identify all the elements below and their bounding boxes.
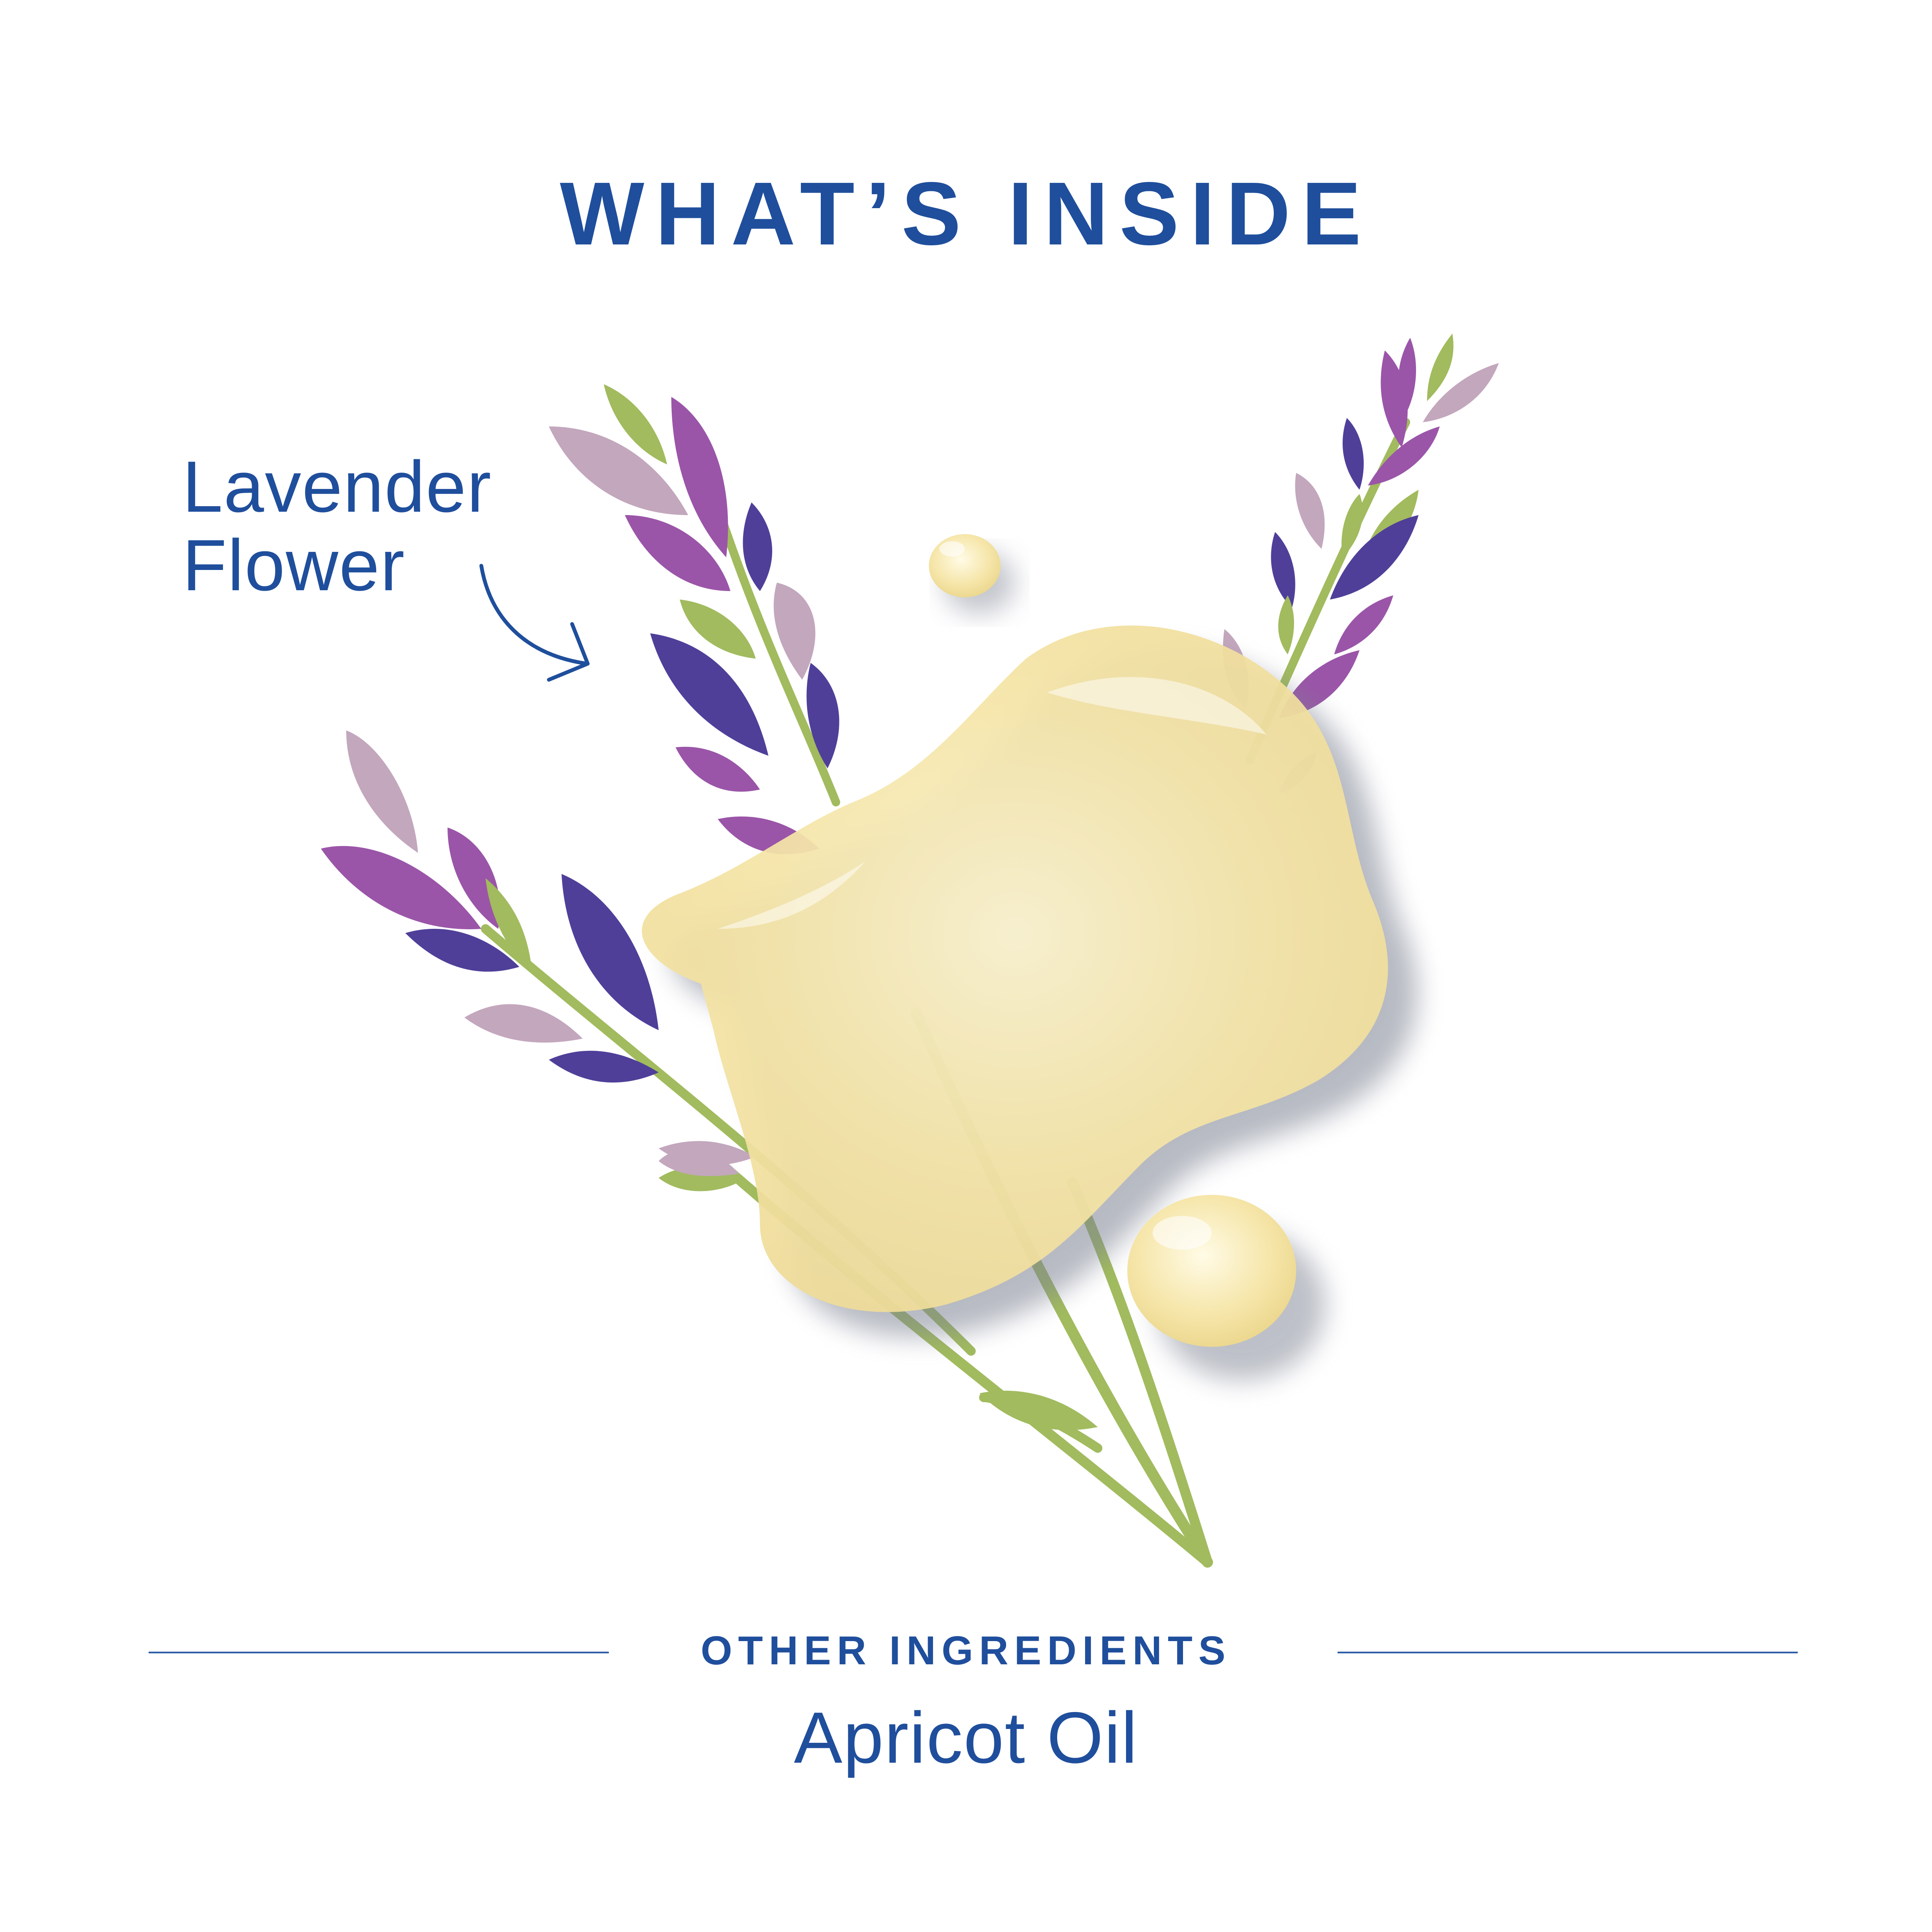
lower-stem-leaves bbox=[659, 1149, 1098, 1430]
callout-line-1: Lavender bbox=[182, 446, 492, 527]
divider-left bbox=[149, 1652, 609, 1653]
oil-droplet-small bbox=[929, 534, 1015, 614]
curved-arrow-icon bbox=[479, 564, 590, 682]
oil-droplet-large bbox=[1127, 1195, 1326, 1381]
page-title: WHAT’S INSIDE bbox=[559, 163, 1373, 263]
other-ingredients-label: OTHER INGREDIENTS bbox=[700, 1628, 1232, 1673]
lavender-leaves-middle bbox=[549, 384, 839, 855]
divider-right bbox=[1338, 1652, 1798, 1653]
other-ingredient-name: Apricot Oil bbox=[794, 1697, 1138, 1778]
ingredient-callout: Lavender Flower bbox=[182, 448, 492, 605]
oil-blob bbox=[642, 625, 1388, 1312]
callout-line-2: Flower bbox=[182, 525, 406, 606]
